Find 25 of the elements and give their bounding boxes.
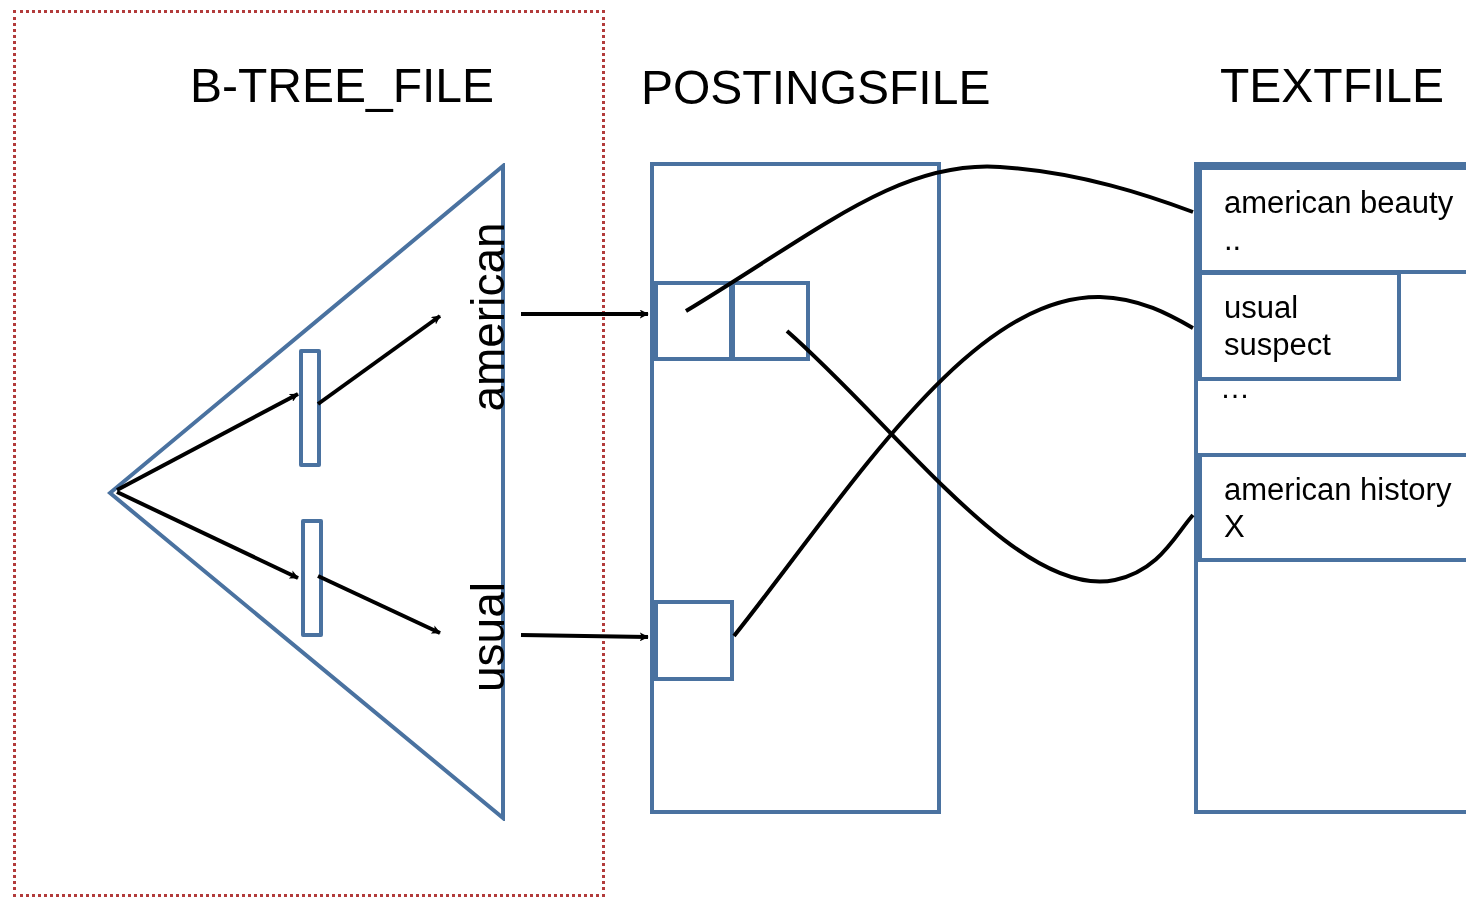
record-row: [1198, 453, 1466, 562]
record-row: [1198, 166, 1466, 274]
node-bar: [299, 349, 321, 467]
record-text: american history X: [1224, 471, 1453, 545]
dashed-region: [13, 10, 605, 897]
file-heading: TEXTFILE: [1220, 58, 1445, 114]
file-heading: POSTINGSFILE: [641, 60, 991, 116]
posting-cell: [654, 600, 734, 681]
record-text: usual suspect: [1224, 289, 1332, 363]
record-text: american beauty ..: [1224, 184, 1455, 258]
arrow: [520, 632, 649, 642]
posting-cell: [731, 281, 810, 361]
key-label: american: [466, 220, 510, 414]
arrow: [317, 574, 441, 635]
arrow: [116, 392, 299, 492]
tree-triangle: [107, 163, 505, 821]
node-bar: [301, 519, 323, 637]
arrow: [521, 309, 649, 319]
record-row: [1198, 271, 1401, 381]
key-label: usual: [466, 540, 510, 734]
file-heading: B-TREE_FILE: [190, 58, 495, 114]
arrow: [116, 490, 299, 580]
ellipsis-text: …: [1220, 378, 1250, 398]
posting-cell: [654, 281, 733, 361]
arrow: [316, 314, 442, 406]
